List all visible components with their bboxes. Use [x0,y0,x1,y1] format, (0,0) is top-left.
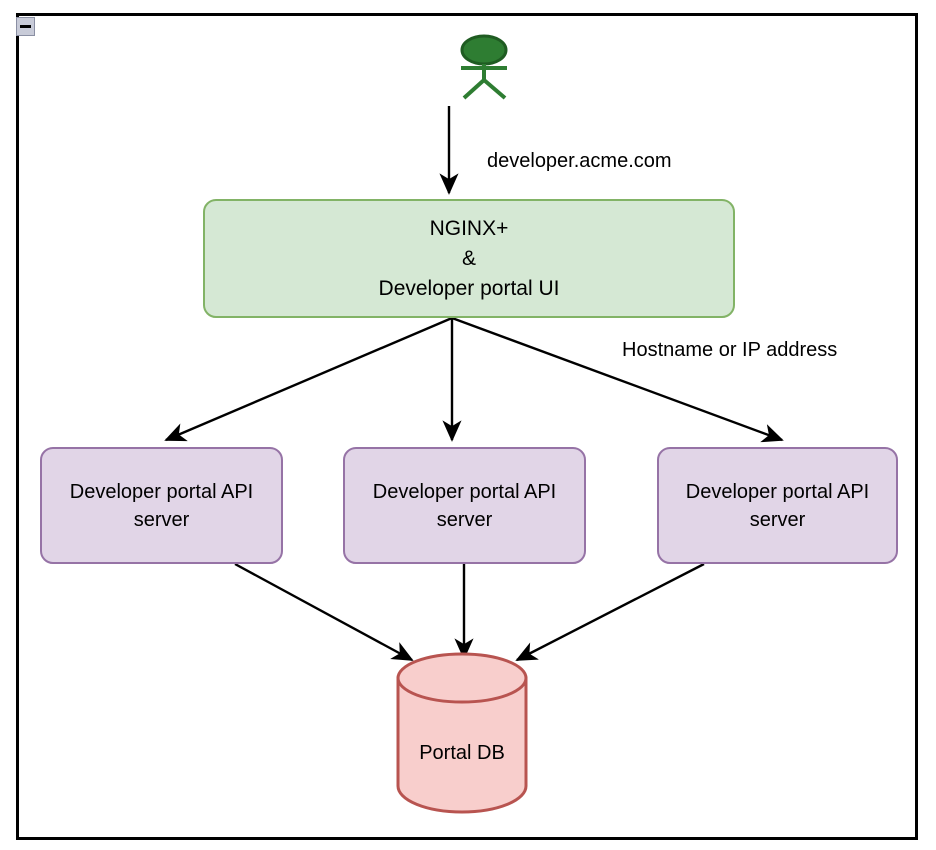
node-nginx-line3: Developer portal UI [378,276,560,300]
minus-icon-bar [20,25,31,28]
node-api-server-2-label: Developer portal API server [372,480,557,531]
connector-nginx-to-api-1 [164,316,453,442]
edge-label-domain: developer.acme.com [487,150,672,172]
edge-label-hostname: Hostname or IP address [622,339,838,361]
node-api-server-1[interactable]: Developer portal API server [40,447,283,564]
connector-api-3-to-db [515,562,705,662]
node-nginx-text: NGINX+ & Developer portal UI [379,214,560,304]
node-api-server-1-label: Developer portal API server [69,480,254,531]
node-database-label: Portal DB [419,742,505,764]
database-cylinder[interactable] [396,652,528,814]
node-nginx-line2: & [461,246,476,270]
node-nginx-portal-ui[interactable]: NGINX+ & Developer portal UI [203,199,735,318]
minus-icon[interactable] [16,17,35,36]
node-api-server-3[interactable]: Developer portal API server [657,447,898,564]
node-nginx-line1: NGINX+ [429,216,509,240]
connector-nginx-to-api-3 [451,316,784,443]
stick-figure-icon [460,34,508,100]
node-api-server-3-label: Developer portal API server [685,480,870,531]
diagram-frame [16,13,918,840]
connector-api-1-to-db [234,562,414,662]
node-api-server-2[interactable]: Developer portal API server [343,447,586,564]
